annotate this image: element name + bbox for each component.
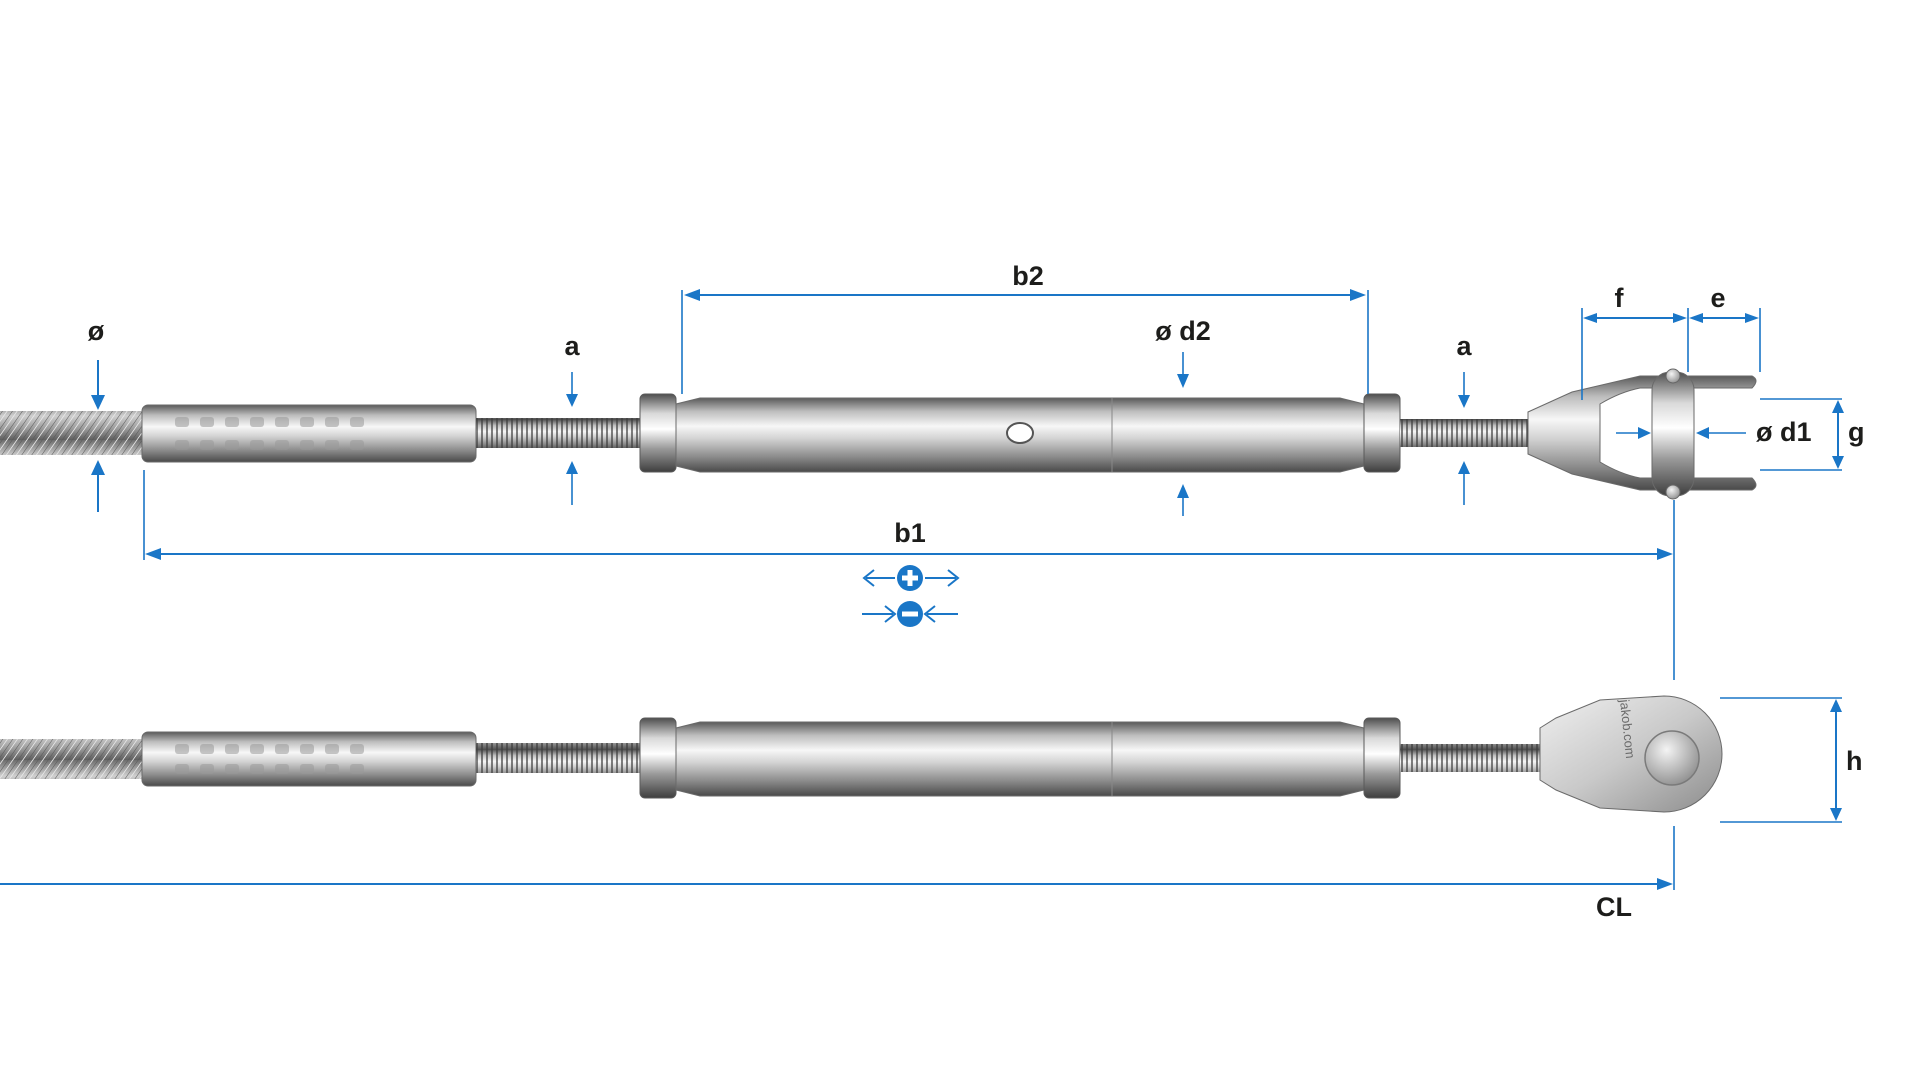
shorten-symbol	[862, 601, 958, 627]
dimension-d2: ø d2	[1155, 316, 1211, 516]
eye-plate: jakob.com	[1539, 695, 1723, 813]
dimension-d1: ø d1	[1616, 417, 1812, 447]
label-b1: b1	[894, 518, 926, 548]
label-d1: ø d1	[1756, 417, 1812, 447]
dimension-g: g	[1760, 398, 1865, 471]
wire-rope	[0, 411, 148, 455]
threaded-stud-right	[1400, 419, 1530, 447]
label-cable-diameter: ø	[88, 316, 105, 346]
turnbuckle-eye-view: jakob.com	[0, 695, 1723, 813]
dimension-f-e: f e	[1581, 283, 1761, 400]
turnbuckle-body	[675, 721, 1365, 797]
label-e: e	[1710, 283, 1725, 313]
watermark-text: jakob.com	[1617, 698, 1638, 759]
threaded-stud-left	[476, 743, 642, 773]
wire-rope	[0, 739, 148, 779]
fork-head	[1527, 368, 1757, 500]
dimension-b1: b1	[143, 470, 1675, 680]
lengthen-symbol	[862, 565, 960, 591]
label-h: h	[1846, 746, 1863, 776]
eye-bore	[1644, 730, 1700, 786]
dimension-a-left: a	[564, 331, 580, 505]
label-g: g	[1848, 417, 1865, 447]
dimension-b2: b2	[681, 261, 1369, 394]
label-d2: ø d2	[1155, 316, 1211, 346]
label-a-right: a	[1456, 331, 1472, 361]
lock-nut-right	[1363, 717, 1401, 799]
label-b2: b2	[1012, 261, 1044, 291]
lock-nut-left	[639, 393, 677, 473]
label-f: f	[1615, 283, 1625, 313]
body-inspection-hole	[1006, 422, 1034, 444]
turnbuckle-fork-view	[0, 368, 1757, 500]
threaded-stud-right	[1400, 744, 1546, 772]
adjustment-symbols	[862, 565, 960, 627]
threaded-stud-left	[476, 418, 642, 448]
label-a-left: a	[564, 331, 580, 361]
label-cl: CL	[1596, 892, 1632, 922]
dimension-h: h	[1720, 697, 1863, 823]
lock-nut-right	[1363, 393, 1401, 473]
dimension-cl: CL	[0, 826, 1675, 922]
dimension-cable-diameter: ø	[88, 316, 105, 512]
swage-terminal	[141, 404, 477, 463]
lock-nut-left	[639, 717, 677, 799]
swage-terminal	[141, 731, 477, 787]
dimension-a-right: a	[1456, 331, 1472, 505]
